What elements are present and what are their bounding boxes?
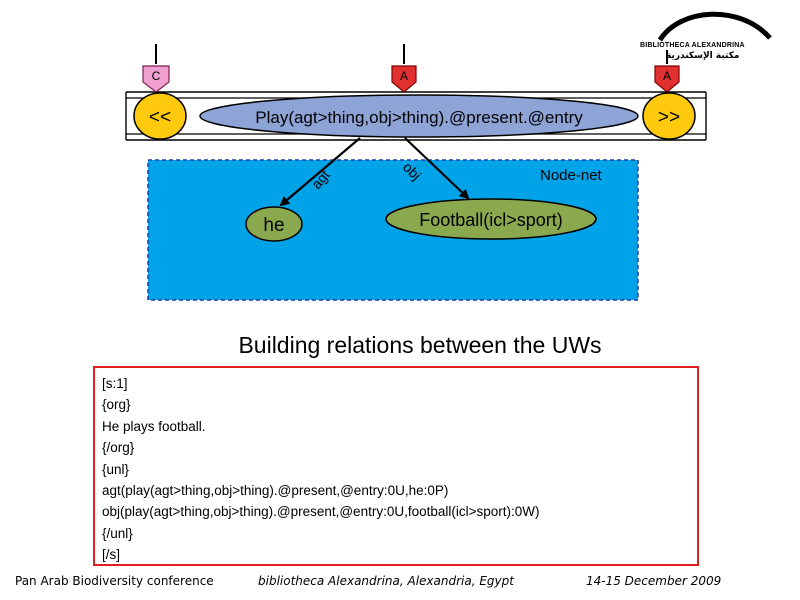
code-line: [/s] [102,547,121,563]
unl-code-box: [s:1] {org} He plays football. {/org} {u… [93,366,699,566]
next-button[interactable]: >> [642,92,696,140]
code-line: obj(play(agt>thing,obj>thing).@present,@… [102,504,540,520]
code-line: {/org} [102,440,135,456]
footer-venue: bibliotheca Alexandrina, Alexandria, Egy… [258,574,514,588]
entry-uw-label: Play(agt>thing,obj>thing).@present.@entr… [255,108,583,127]
code-line: {org} [102,397,131,413]
footer-conference: Pan Arab Biodiversity conference [15,574,214,588]
slide-caption: Building relations between the UWs [238,332,602,358]
next-button-label: >> [658,107,680,128]
marker-c: C [142,65,170,93]
node-he: he [245,206,303,242]
logo-name: BIBLIOTHECA ALEXANDRINA [640,42,745,49]
code-line: He plays football. [102,418,206,434]
prev-button[interactable]: << [133,92,187,140]
edge-agt [279,137,361,207]
marker-a-right-label: A [663,69,671,83]
marker-a-right: A [654,65,680,93]
logo-arabic: مكتبة الإسكندرية [666,51,740,61]
node-net-label: Node-net [540,167,603,184]
logo-arc-icon [657,11,772,42]
footer-date: 14-15 December 2009 [586,574,722,588]
entry-uw-node: Play(agt>thing,obj>thing).@present.@entr… [199,94,639,138]
node-he-label: he [263,215,284,236]
marker-a-center-label: A [400,69,408,83]
node-football-label: Football(icl>sport) [419,210,563,230]
marker-c-label: C [152,69,161,83]
code-line: {unl} [102,461,130,477]
code-line: {/unl} [102,525,133,541]
code-line: agt(play(agt>thing,obj>thing).@present,@… [102,483,449,499]
entry-track [125,91,707,141]
code-line: [s:1] [102,376,128,391]
prev-button-label: << [149,107,171,128]
edge-obj [404,137,470,200]
marker-a-center: A [391,65,417,93]
node-football: Football(icl>sport) [385,198,597,240]
